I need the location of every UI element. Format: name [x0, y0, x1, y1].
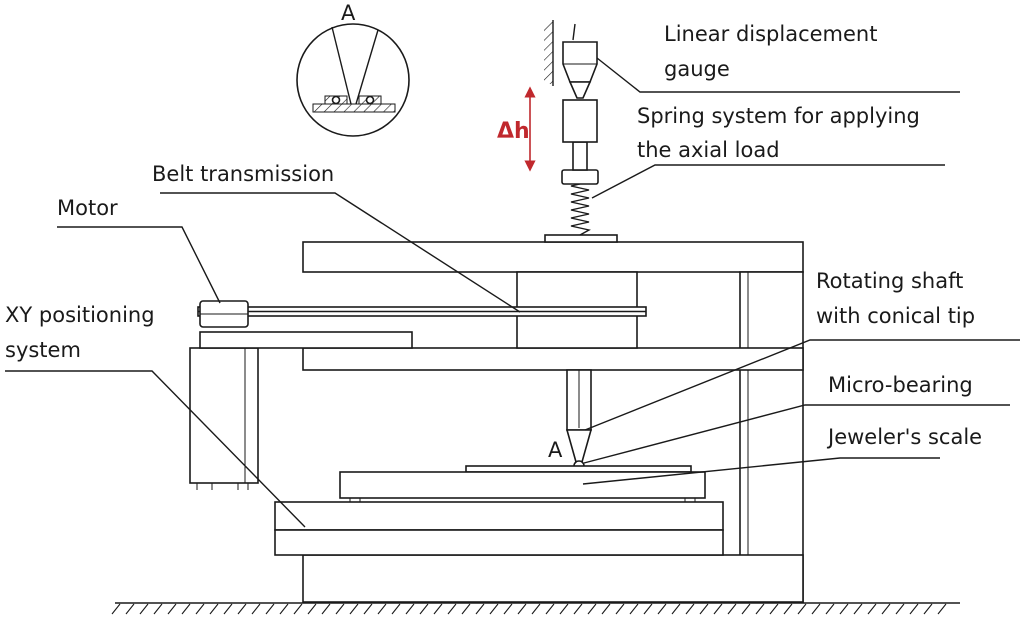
shaft-label-line1: Rotating shaft: [816, 269, 963, 293]
xy-lower-stage: [274, 529, 724, 556]
scale-pan: [465, 465, 692, 473]
base-block: [302, 554, 804, 603]
right-column: [739, 271, 804, 603]
belt-transmission: [197, 271, 647, 349]
gauge-body: [562, 41, 598, 83]
rotating-shaft: [565, 369, 593, 472]
middle-arm: [302, 347, 804, 371]
xy-upper-stage: [274, 501, 724, 531]
xy-label-line1: XY positioning: [5, 303, 155, 327]
rod-block: [562, 99, 598, 143]
scale-label: Jeweler's scale: [826, 425, 982, 449]
spring-base-plate: [544, 234, 618, 243]
conical-tip: [565, 429, 593, 463]
bearing-label: Micro-bearing: [828, 373, 973, 397]
jewelers-scale: [339, 465, 706, 503]
ground: [111, 602, 960, 615]
tip-marker-label: A: [548, 438, 563, 462]
detail-a-inset: A: [296, 1, 410, 137]
delta-h-indicator: Δh: [497, 86, 536, 172]
linear-displacement-gauge: [544, 20, 598, 99]
detail-a-label: A: [341, 1, 356, 25]
inset-base: [312, 103, 396, 113]
gauge-label-line1: Linear displacement: [664, 22, 877, 46]
scale-body: [339, 471, 706, 499]
motor-label: Motor: [57, 196, 118, 220]
left-column: [189, 347, 259, 484]
gauge-probe: [568, 81, 592, 99]
shaft-label-line2: with conical tip: [816, 304, 975, 328]
leader-lines: [5, 57, 1020, 528]
spring-label-line1: Spring system for applying: [637, 104, 920, 128]
delta-h-label: Δh: [497, 119, 530, 144]
top-plate: [302, 241, 804, 273]
spring-label-line2: the axial load: [637, 138, 780, 162]
wall-mount: [544, 22, 553, 84]
motor-bracket: [199, 331, 413, 349]
belt-label: Belt transmission: [152, 162, 334, 186]
rod: [572, 141, 588, 171]
labels: Linear displacement gauge Spring system …: [5, 22, 982, 462]
spring-cap: [561, 169, 599, 185]
xy-label-line2: system: [5, 338, 81, 362]
spring-system: [544, 99, 618, 243]
xy-positioning-table: [274, 501, 724, 556]
gauge-label-line2: gauge: [664, 57, 730, 81]
spring-coil: [570, 183, 591, 236]
